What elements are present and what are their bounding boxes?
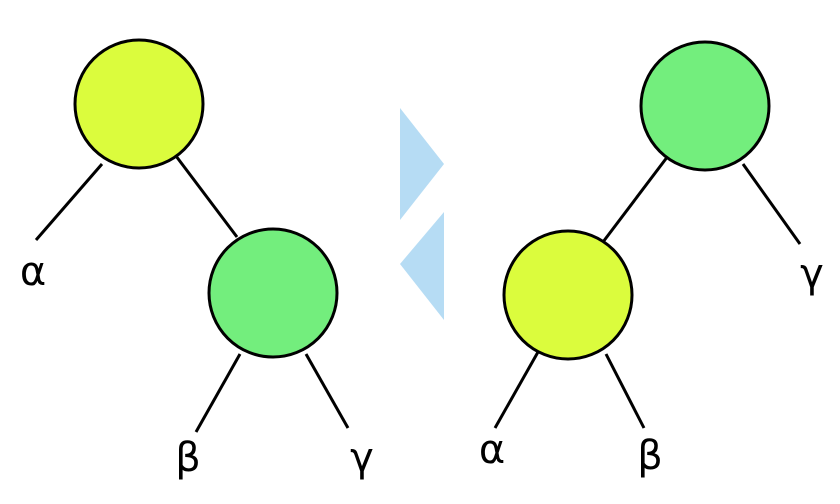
right-edge-root-gamma — [741, 163, 802, 245]
left-edge-child-beta — [194, 353, 242, 433]
left-edge-root-alpha — [34, 163, 104, 241]
left-edge-root-child — [174, 155, 239, 238]
rotation-arrows — [400, 108, 444, 320]
rotate-right-arrow-icon — [400, 108, 444, 220]
right-beta-label: β — [637, 433, 663, 479]
right-alpha-label: α — [479, 427, 505, 473]
rotate-left-arrow-icon — [400, 212, 444, 320]
right-child-node — [502, 229, 634, 361]
left-tree: α β γ — [20, 38, 374, 481]
left-gamma-label: γ — [350, 435, 374, 481]
right-edge-child-alpha — [493, 351, 540, 429]
left-root-node — [73, 38, 205, 170]
left-edge-child-gamma — [304, 353, 350, 429]
right-edge-root-child — [601, 155, 670, 243]
left-beta-label: β — [175, 435, 201, 481]
left-alpha-label: α — [20, 249, 46, 295]
right-gamma-label: γ — [800, 251, 824, 297]
left-child-node — [207, 227, 339, 359]
right-root-node — [639, 40, 771, 172]
right-edge-child-beta — [604, 353, 646, 429]
right-tree: α β γ — [479, 40, 824, 479]
